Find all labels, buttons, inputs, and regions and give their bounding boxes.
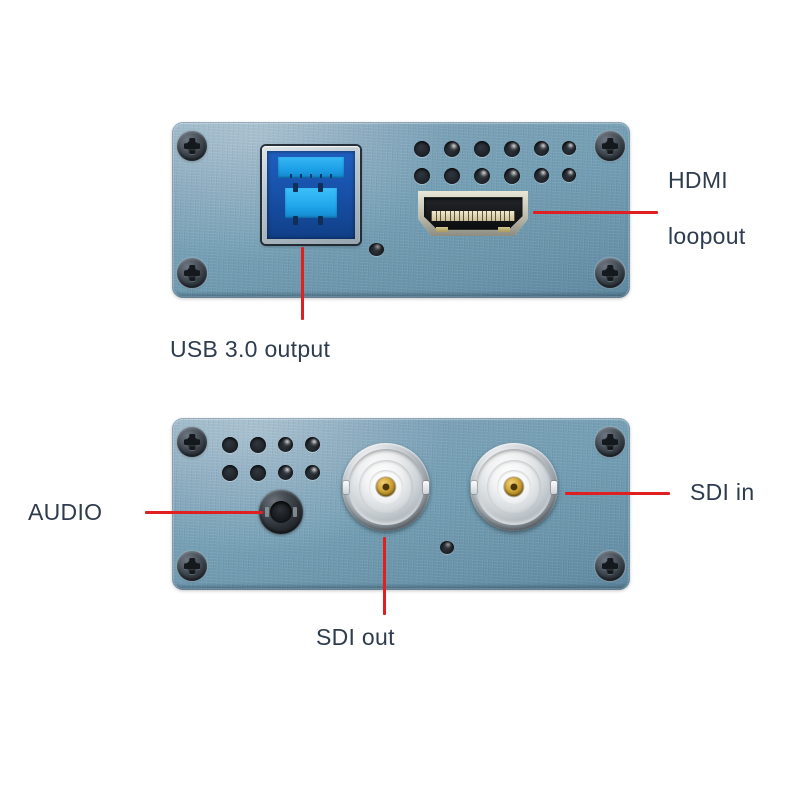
vent-hole [250, 437, 266, 453]
screw-top-right [595, 131, 625, 161]
screw-top-right [595, 427, 625, 457]
top-faceplate [172, 122, 630, 298]
bnc-bayonet-slot-left [471, 480, 478, 495]
label-sdi-out: SDI out [316, 624, 395, 650]
audio-jack-port[interactable] [259, 490, 303, 534]
leader-line-sdi-in [565, 492, 670, 495]
vent-hole [414, 141, 430, 157]
vent-hole [444, 168, 460, 184]
label-hdmi-line2: loopout [668, 223, 746, 249]
usb-contact-ticks [289, 173, 333, 178]
hdmi-pin-contacts [431, 210, 515, 221]
usb-lower-chamber [284, 187, 338, 218]
faceplate-bottom-lip [176, 583, 626, 590]
vent-hole [474, 141, 490, 157]
hdmi-tab-right [498, 226, 511, 232]
indicator-pinhole-top [369, 243, 384, 256]
screw-bottom-right [595, 258, 625, 288]
usb-leg-right-top [318, 182, 324, 192]
label-audio: AUDIO [28, 499, 103, 525]
label-hdmi-line1: HDMI [668, 167, 728, 193]
label-sdi-in: SDI in [690, 479, 755, 505]
vent-hole [562, 168, 576, 182]
vent-hole [504, 141, 520, 157]
usb-port-cavity [267, 151, 355, 239]
usb-leg-right-bottom [318, 216, 324, 226]
bnc-bayonet-slot-right [422, 480, 429, 495]
screw-bottom-right [595, 551, 625, 581]
vent-hole [250, 465, 266, 481]
audio-jack-notch-left [265, 506, 270, 518]
vent-hole [504, 168, 520, 184]
vent-hole [305, 437, 320, 452]
leader-line-usb [301, 247, 304, 320]
usb-3-0-type-b-port[interactable] [262, 146, 360, 244]
hdmi-tab-left [435, 226, 448, 232]
vent-hole [414, 168, 430, 184]
sdi-out-bnc-connector[interactable] [342, 443, 430, 531]
vent-hole [222, 437, 238, 453]
bnc-bayonet-slot-right [550, 480, 557, 495]
vent-hole [278, 437, 293, 452]
bnc-center-pin [376, 477, 396, 497]
hdmi-loopout-port[interactable] [418, 191, 528, 236]
leader-line-sdi-out [383, 537, 386, 615]
screw-bottom-left [177, 551, 207, 581]
usb-leg-left-top [293, 182, 299, 192]
vent-hole [444, 141, 460, 157]
faceplate-bottom-lip [176, 291, 626, 298]
vent-hole [474, 168, 490, 184]
audio-jack-bore [269, 500, 293, 524]
screw-bottom-left [177, 258, 207, 288]
indicator-pinhole-bottom [440, 541, 454, 554]
vent-hole [534, 141, 549, 156]
bnc-center-pin [504, 477, 524, 497]
screw-top-left [177, 427, 207, 457]
bnc-bayonet-slot-left [343, 480, 350, 495]
leader-line-hdmi [533, 211, 658, 214]
leader-line-audio [145, 511, 263, 514]
usb-upper-chamber [277, 157, 345, 179]
sdi-in-bnc-connector[interactable] [470, 443, 558, 531]
audio-jack-notch-right [292, 506, 297, 518]
vent-hole [278, 465, 293, 480]
label-usb-output: USB 3.0 output [170, 336, 331, 362]
vent-hole [562, 141, 576, 155]
vent-hole [305, 465, 320, 480]
usb-leg-left-bottom [293, 216, 299, 226]
screw-top-left [177, 131, 207, 161]
vent-hole [534, 168, 549, 183]
vent-hole [222, 465, 238, 481]
